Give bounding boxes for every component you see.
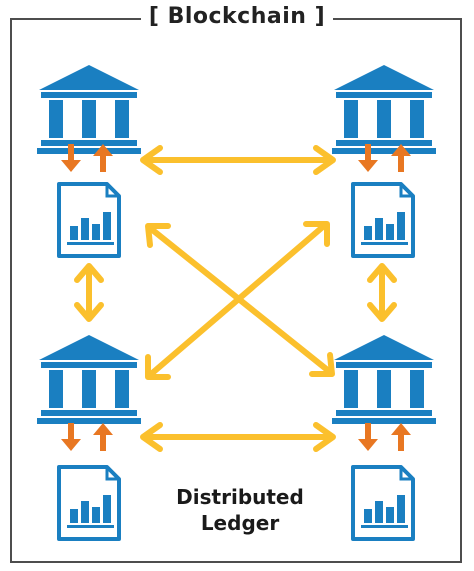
ledger-document-icon bbox=[57, 182, 121, 258]
bank-icon bbox=[37, 65, 141, 154]
connection-arrows bbox=[86, 157, 385, 440]
caption-line-1: Distributed bbox=[176, 485, 304, 509]
bank-icon bbox=[332, 335, 436, 424]
diagram-caption: Distributed Ledger bbox=[150, 484, 330, 536]
diagram-title-wrapper: [ Blockchain ] bbox=[0, 4, 474, 29]
arrow-up-icon bbox=[93, 423, 113, 451]
ledger-document-icon bbox=[351, 465, 415, 541]
arrow-down-icon bbox=[358, 423, 378, 451]
bank-icon bbox=[332, 65, 436, 154]
connection-arrowheads bbox=[74, 145, 397, 452]
arrow-down-icon bbox=[61, 423, 81, 451]
ledger-document-icon bbox=[57, 465, 121, 541]
bank-icon bbox=[37, 335, 141, 424]
ledger-document-icon bbox=[351, 182, 415, 258]
node-top-right bbox=[332, 65, 436, 258]
arrow-up-icon bbox=[391, 423, 411, 451]
node-bottom-left bbox=[37, 335, 141, 541]
caption-line-2: Ledger bbox=[200, 511, 280, 535]
node-bottom-right bbox=[332, 335, 436, 541]
node-top-left bbox=[37, 65, 141, 258]
diagram-title: [ Blockchain ] bbox=[140, 4, 334, 29]
arrow-diagonal-tr-bl bbox=[147, 222, 328, 378]
